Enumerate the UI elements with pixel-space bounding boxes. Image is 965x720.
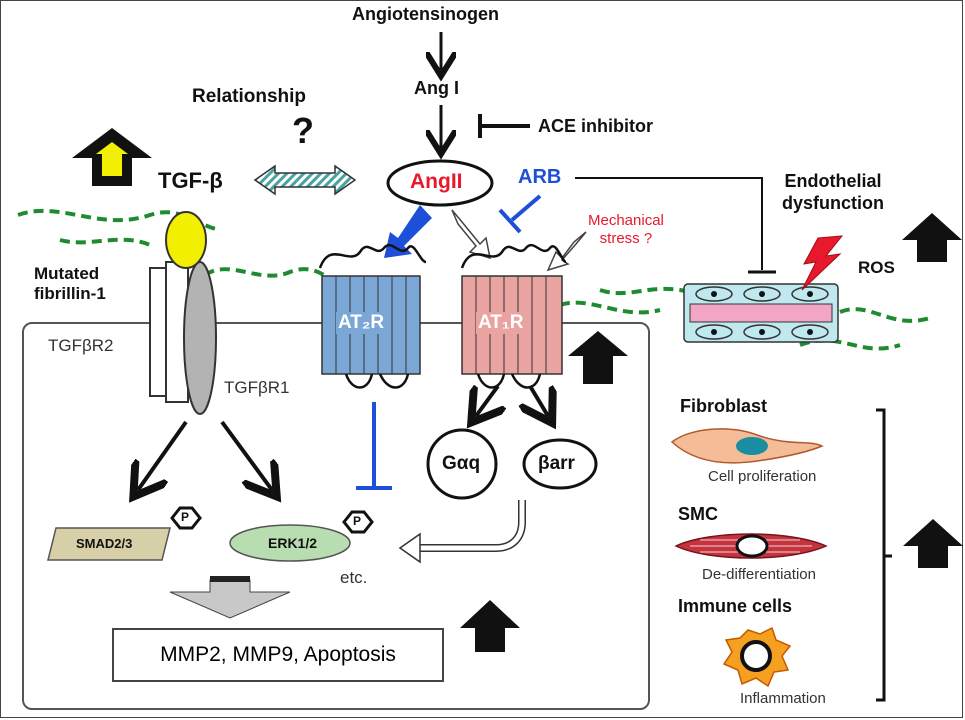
tgfb-receptor xyxy=(149,211,217,415)
arb-endothelium-line xyxy=(575,177,763,270)
phospho-icon xyxy=(170,506,374,534)
up-arrow-icon xyxy=(72,128,963,652)
fibroblast-icon xyxy=(670,428,824,464)
blue-arrow-at2r xyxy=(384,205,432,258)
dedifferentiation-label: De-differentiation xyxy=(702,566,816,583)
arb-line xyxy=(510,194,542,222)
smad-shape xyxy=(47,527,171,561)
tgfb-label: TGF-β xyxy=(158,168,223,193)
etc-label: etc. xyxy=(340,568,368,587)
gaq-label: Gαq xyxy=(442,453,481,474)
immune-cells-label: Immune cells xyxy=(678,596,793,616)
white-arrow-at1r xyxy=(451,209,491,260)
angii-ellipse xyxy=(386,159,494,207)
erk-label: ERK1/2 xyxy=(268,535,318,551)
question-mark: ? xyxy=(292,110,314,151)
arrow-tgfbr-erk xyxy=(220,420,272,490)
tgfb-ligand xyxy=(165,211,207,269)
smc-icon xyxy=(674,533,828,559)
mutated-fibrillin-label: Mutated fibrillin-1 xyxy=(34,264,106,303)
ang2-label: AngII xyxy=(410,170,463,193)
erk-ellipse xyxy=(229,524,351,562)
at2r-label: AT₂R xyxy=(336,312,387,334)
ace-inhibitor-label: ACE inhibitor xyxy=(538,116,653,136)
mechanical-stress-label: Mechanical stress ? xyxy=(588,212,664,247)
gaq-circle xyxy=(426,428,498,500)
arrow-at1r-gaq xyxy=(476,384,498,416)
phospho-label-erk: P xyxy=(353,514,362,528)
at1r-label: AT₁R xyxy=(476,312,526,334)
arrow-at1r-barr xyxy=(530,384,548,416)
endothelial-dysfunction-label: Endothelial dysfunction xyxy=(782,171,884,213)
smc-label: SMC xyxy=(678,504,718,524)
mmp-apoptosis-box: MMP2, MMP9, Apoptosis xyxy=(112,628,444,682)
arb-bar xyxy=(498,208,522,234)
ang1-label: Ang I xyxy=(414,78,459,98)
barr-ellipse xyxy=(522,438,598,490)
arb-label: ARB xyxy=(518,166,562,188)
barr-label: βarr xyxy=(538,453,575,474)
grey-arrow-cap xyxy=(210,576,250,582)
lightning-icon xyxy=(801,235,844,291)
angiotensinogen-label: Angiotensinogen xyxy=(352,4,499,24)
cells-bracket xyxy=(876,408,892,702)
mechanical-stress-arrow xyxy=(546,231,587,272)
smad-label: SMAD2/3 xyxy=(76,536,133,551)
tgfbr1-shape xyxy=(183,261,217,415)
tgfbr1-label: TGFβR1 xyxy=(224,378,290,397)
endothelium-block xyxy=(683,283,839,343)
fibroblast-label: Fibroblast xyxy=(680,396,768,416)
double-arrow-icon xyxy=(253,164,357,196)
grey-down-arrow xyxy=(169,579,291,619)
relationship-label: Relationship xyxy=(192,86,307,107)
barr-erk-arrowhead xyxy=(398,532,421,564)
immune-cell-icon xyxy=(722,626,792,688)
tgfbr2-label: TGFβR2 xyxy=(48,336,114,355)
ros-label: ROS xyxy=(858,258,895,277)
cell-proliferation-label: Cell proliferation xyxy=(708,468,817,485)
arrow-tgfbr-smad xyxy=(138,420,188,490)
inflammation-label: Inflammation xyxy=(740,690,826,707)
phospho-label-smad: P xyxy=(181,510,190,524)
